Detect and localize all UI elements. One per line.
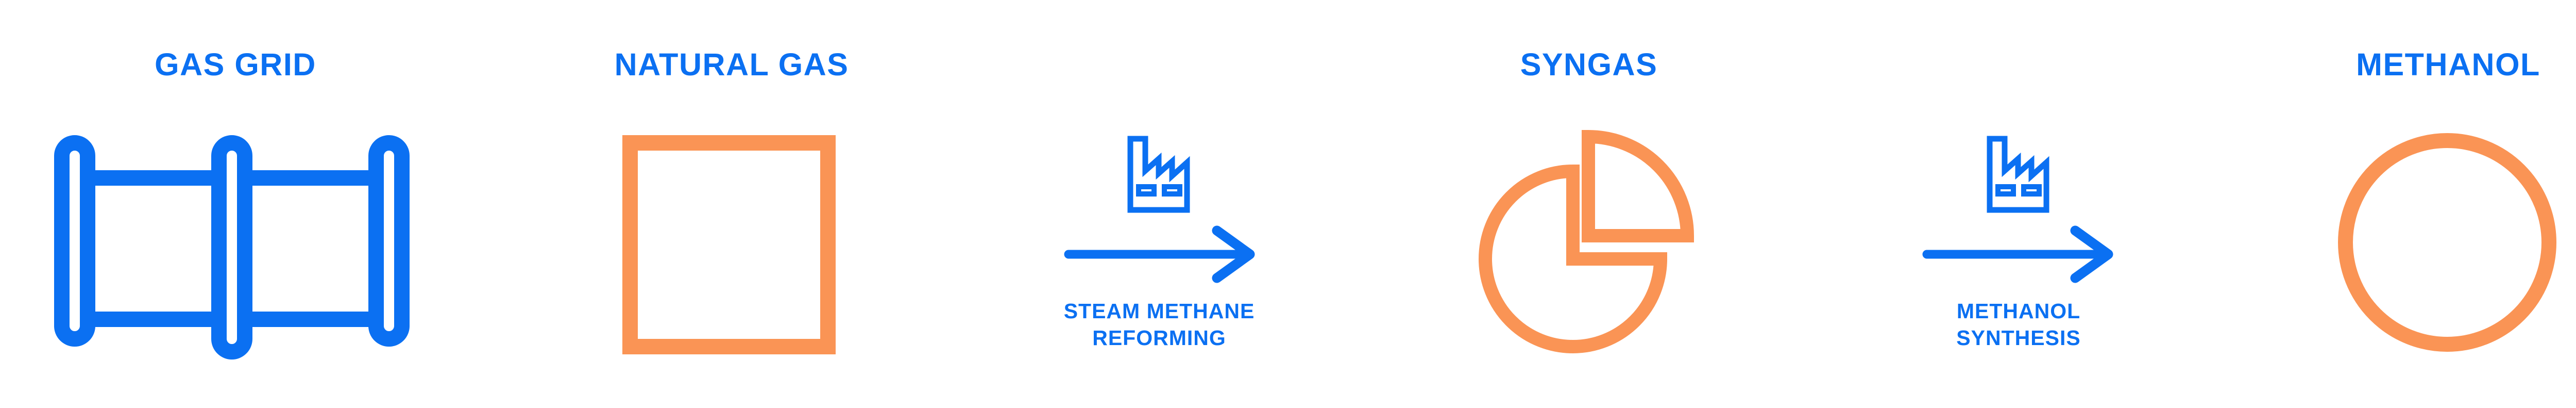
- process-label-methanol-synthesis: METHANOL SYNTHESIS: [1956, 298, 2080, 351]
- right-arrow-icon: [1064, 225, 1255, 283]
- process-label-line2: REFORMING: [1092, 326, 1226, 350]
- process-label-steam-methane-reforming: STEAM METHANE REFORMING: [1064, 298, 1255, 351]
- gas-pipeline-icon: [54, 135, 410, 360]
- station-label-syngas: SYNGAS: [1520, 47, 1658, 82]
- square-outline-icon: [622, 135, 836, 354]
- process-label-line2: SYNTHESIS: [1956, 326, 2081, 350]
- circle-outline-icon: [2338, 133, 2556, 352]
- right-arrow-icon: [1922, 225, 2113, 283]
- station-label-methanol: METHANOL: [2356, 47, 2540, 82]
- pie-chart-icon: [1479, 129, 1694, 353]
- factory-icon: [1127, 136, 1190, 213]
- process-label-line1: STEAM METHANE: [1063, 299, 1255, 323]
- station-label-gas-grid: GAS GRID: [155, 47, 316, 82]
- factory-icon: [1987, 136, 2049, 213]
- station-label-natural-gas: NATURAL GAS: [614, 47, 849, 82]
- process-label-line1: METHANOL: [1956, 299, 2081, 323]
